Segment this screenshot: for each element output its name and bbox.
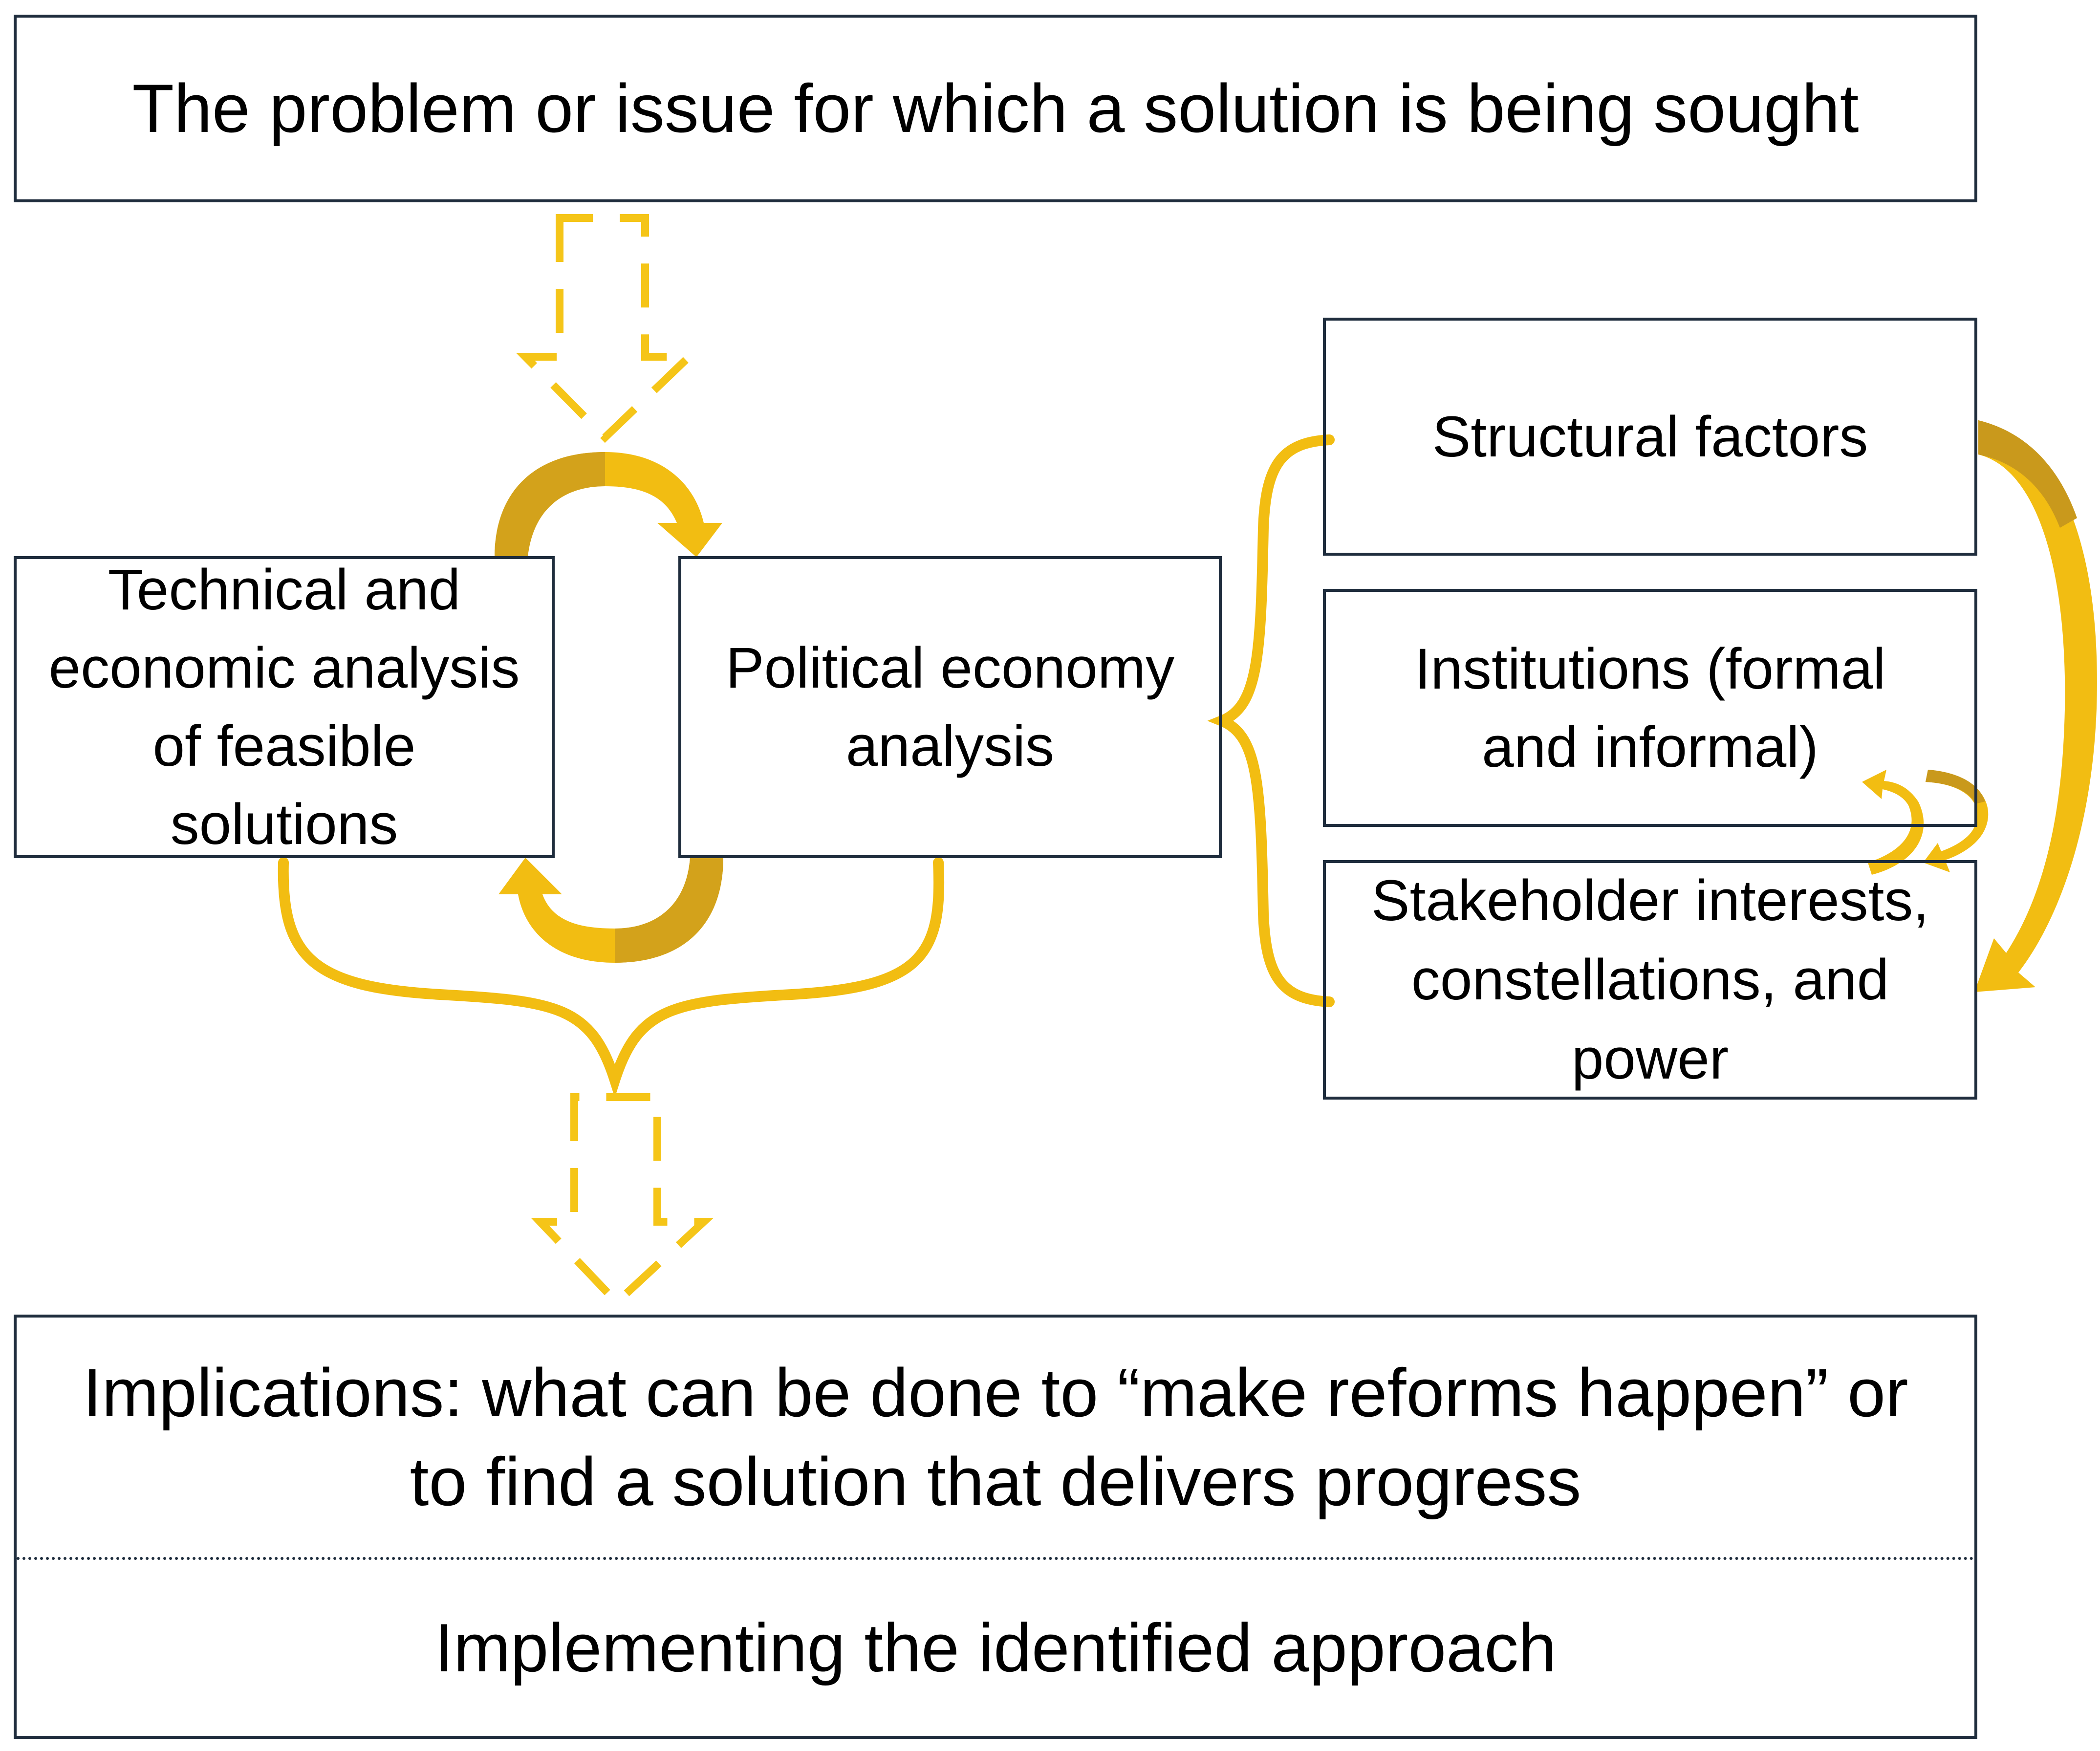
institutions-box: Institutions (formal and informal) bbox=[1323, 589, 1977, 827]
curly-brace-icon-right bbox=[1207, 434, 1335, 1007]
implications-line-2: to find a solution that delivers progres… bbox=[410, 1443, 1581, 1520]
technical-line-1: Technical and bbox=[108, 558, 461, 622]
dotted-divider bbox=[17, 1557, 1974, 1560]
problem-box: The problem or issue for which a solutio… bbox=[14, 15, 1977, 202]
technical-analysis-box: Technical and economic analysis of feasi… bbox=[14, 556, 555, 858]
stakeholders-line-2: constellations, and bbox=[1411, 948, 1889, 1012]
stakeholders-line-1: Stakeholder interests, bbox=[1371, 868, 1929, 933]
implications-text: Implications: what can be done to “make … bbox=[53, 1318, 1937, 1557]
structural-factors-box: Structural factors bbox=[1323, 318, 1977, 556]
implementation-section: Implementing the identified approach bbox=[434, 1560, 1557, 1736]
institutions-line-1: Institutions (formal bbox=[1414, 636, 1886, 701]
structural-factors-text: Structural factors bbox=[1432, 404, 1868, 469]
implications-line-1: Implications: what can be done to “make … bbox=[83, 1354, 1908, 1431]
small-cycle-arrow-icon-right bbox=[1923, 770, 1989, 872]
implications-box: Implications: what can be done to “make … bbox=[14, 1315, 1977, 1739]
curved-arrow-icon-structural-to-stakeholders bbox=[1974, 420, 2097, 992]
stakeholders-line-3: power bbox=[1571, 1027, 1729, 1091]
political-line-1: Political economy bbox=[725, 636, 1175, 700]
institutions-line-2: and informal) bbox=[1482, 714, 1819, 779]
dashed-down-arrow-icon-top bbox=[516, 214, 699, 443]
curved-cycle-arrow-icon-top bbox=[495, 452, 722, 557]
implementation-text: Implementing the identified approach bbox=[434, 1609, 1557, 1686]
small-cycle-arrow-icon-left bbox=[1862, 770, 1924, 875]
technical-line-2: economic analysis bbox=[48, 636, 520, 700]
political-economy-box: Political economy analysis bbox=[678, 556, 1222, 858]
political-line-2: analysis bbox=[845, 714, 1055, 778]
dashed-down-arrow-icon-bottom bbox=[531, 1093, 714, 1308]
problem-text: The problem or issue for which a solutio… bbox=[132, 70, 1859, 147]
technical-line-4: solutions bbox=[170, 792, 398, 857]
curly-brace-icon-bottom bbox=[278, 857, 945, 1098]
stakeholders-box: Stakeholder interests, constellations, a… bbox=[1323, 860, 1977, 1100]
curved-cycle-arrow-icon-bottom bbox=[498, 858, 723, 963]
technical-line-3: of feasible bbox=[152, 714, 416, 778]
